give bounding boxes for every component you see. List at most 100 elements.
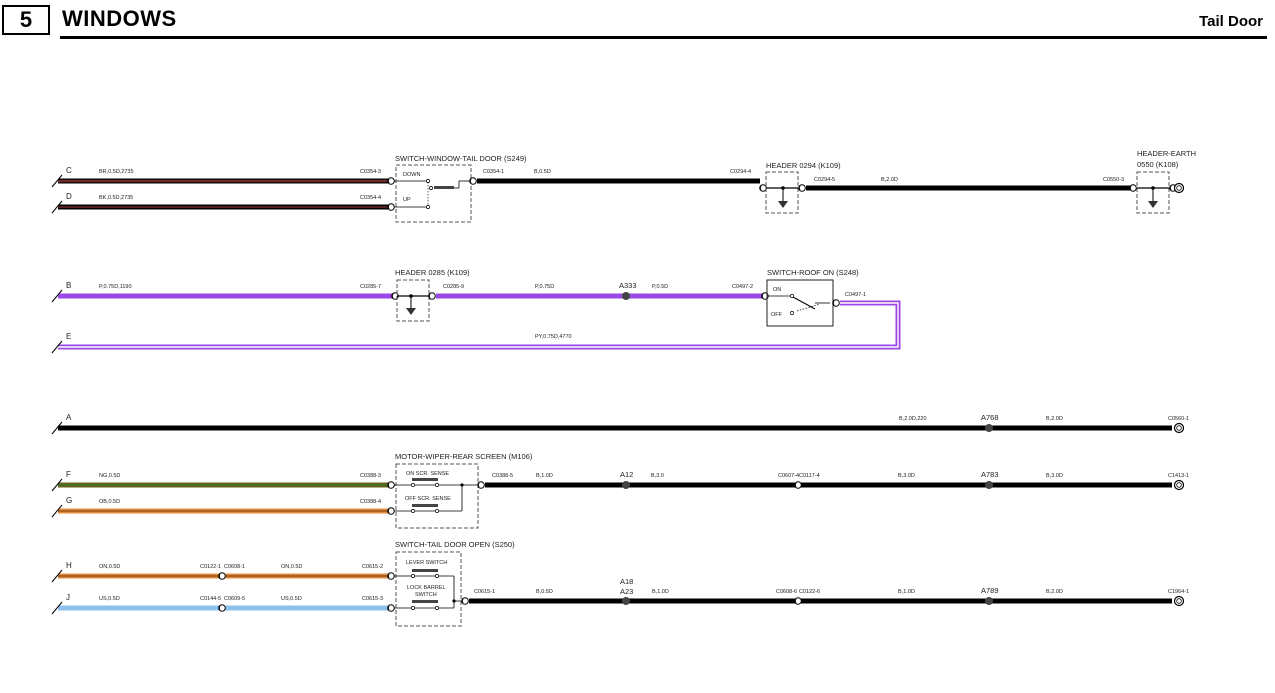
row-wiper-motor: F NG,0.5D C0388-3 G OB,0.5D C0388-4 MOTO… [51,452,1189,529]
terminal-icon [1173,422,1185,434]
connector-c1964-1: C1964-1 [1168,589,1189,595]
connector-c0354-4: C0354-4 [360,195,381,201]
splice-a783 [985,481,993,489]
wire-label-m106-out: B,1.0D [536,473,553,479]
s250-contact [411,606,415,610]
connector-pin [477,481,485,489]
m106-on-sense-label: ON SCR. SENSE [406,471,449,477]
s250-node [452,599,456,603]
pin-g: G [66,496,72,505]
pin-j: J [66,593,70,602]
s249-up-label: UP [403,197,411,203]
row-roof-switch: B P,0.75D,1190 C0285-7 HEADER 0285 (K109… [51,268,901,354]
connector-pin [218,604,226,612]
splice-a789-label: A789 [981,586,999,595]
m106-contact [435,509,439,513]
pin-f: F [66,470,71,479]
component-s250-label: SWITCH-TAIL DOOR OPEN (S250) [395,540,515,549]
section-title: WINDOWS [62,6,177,31]
connector-c0615-2: C0615-2 [362,564,383,570]
connector-c0122-6: C0122-6 [799,589,820,595]
splice-a333 [622,292,630,300]
wire-label-c: BR,0.5D,2735 [99,169,134,175]
s250-contact [411,574,415,578]
header-rule [60,36,1267,39]
component-k108-box [1136,171,1170,214]
wire-label-s250-out: B,0.5D [536,589,553,595]
wire-label-c0122-out: B,1.0D [898,589,915,595]
splice-a789 [985,597,993,605]
pin-e: E [66,332,71,341]
m106-off-contact [412,504,438,507]
connector-c0122-1: C0122-1 [200,564,221,570]
connector-pin [469,177,477,185]
connector-c0607-4: C0607-4 [778,473,799,479]
s248-on-label: ON [773,287,781,293]
m106-on-contact [412,478,438,481]
s248-link [796,303,821,312]
connector-c0294-4: C0294-4 [730,169,751,175]
m106-contact [435,483,439,487]
wire-label-a12-out: B,3.0 [651,473,664,479]
wire-label-f: NG,0.5D [99,473,120,479]
row-a: A B,2.0D,220 A768 B,2.0D C0560-1 [51,413,1189,435]
connector-c0608-6: C0608-6 [776,589,797,595]
splice-a18-label: A18 [620,577,633,586]
component-s249-label: SWITCH-WINDOW-TAIL DOOR (S249) [395,154,527,163]
wire-e-stripe [58,302,899,348]
component-s249-box [395,164,472,223]
connector-c0609-5: C0609-5 [224,596,245,602]
wire-label-h: ON,0.5D [99,564,120,570]
wire-label-a783-out: B,3.0D [1046,473,1063,479]
s250-lever-label: LEVER SWITCH [406,560,447,566]
pin-a: A [66,413,72,422]
s250-lever-contact [412,569,438,572]
connector-pin [832,299,840,307]
connector-c0354-1: C0354-1 [483,169,504,175]
s248-off-label: OFF [771,312,783,318]
splice-a768-label: A768 [981,413,999,422]
connector-c0294-5: C0294-5 [814,177,835,183]
s249-resistor [434,186,454,189]
pin-h: H [66,561,72,570]
connector-c0560-1: C0560-1 [1168,416,1189,422]
ground-icon [406,308,416,315]
pin-b: B [66,281,71,290]
connector-pin [428,292,436,300]
connector-c0550-3: C0550-3 [1103,177,1124,183]
connector-pin [461,597,469,605]
connector-pin [794,597,802,605]
pin-d: D [66,192,72,201]
splice-a12 [622,481,630,489]
page-title: Tail Door [1199,13,1263,30]
terminal-icon [1173,182,1185,194]
m106-contact [411,483,415,487]
wire-label-j: US,0.5D [99,596,120,602]
connector-c0615-3: C0615-3 [362,596,383,602]
connector-c0608-1: C0608-1 [224,564,245,570]
connector-pin [387,572,395,580]
connector-c0388-3: C0388-3 [360,473,381,479]
ground-icon [1148,201,1158,208]
s248-blade [792,296,816,310]
wire-label-j2: US,0.5D [281,596,302,602]
wire-label-c0117-out: B,3.0D [898,473,915,479]
connector-pin [387,203,395,211]
s250-contact [435,606,439,610]
k109-node [781,186,785,190]
wire-label-e: PY,0.75D,4770 [535,334,572,340]
s249-down-label: DOWN [403,172,420,178]
connector-pin [387,507,395,515]
splice-a783-label: A783 [981,470,999,479]
connector-pin [218,572,226,580]
terminal-icon [1173,479,1185,491]
connector-pin [387,481,395,489]
component-k109-0285-box [396,279,430,322]
wire-label-a-after: B,2.0D [1046,416,1063,422]
component-k109-0294-box [765,171,799,214]
wire-label-a23-out: B,1.0D [652,589,669,595]
m106-off-sense-label: OFF SCR. SENSE [405,496,451,502]
s249-common [429,186,433,190]
ground-icon [778,201,788,208]
component-k108-label-2: 0550 (K108) [1137,160,1179,169]
